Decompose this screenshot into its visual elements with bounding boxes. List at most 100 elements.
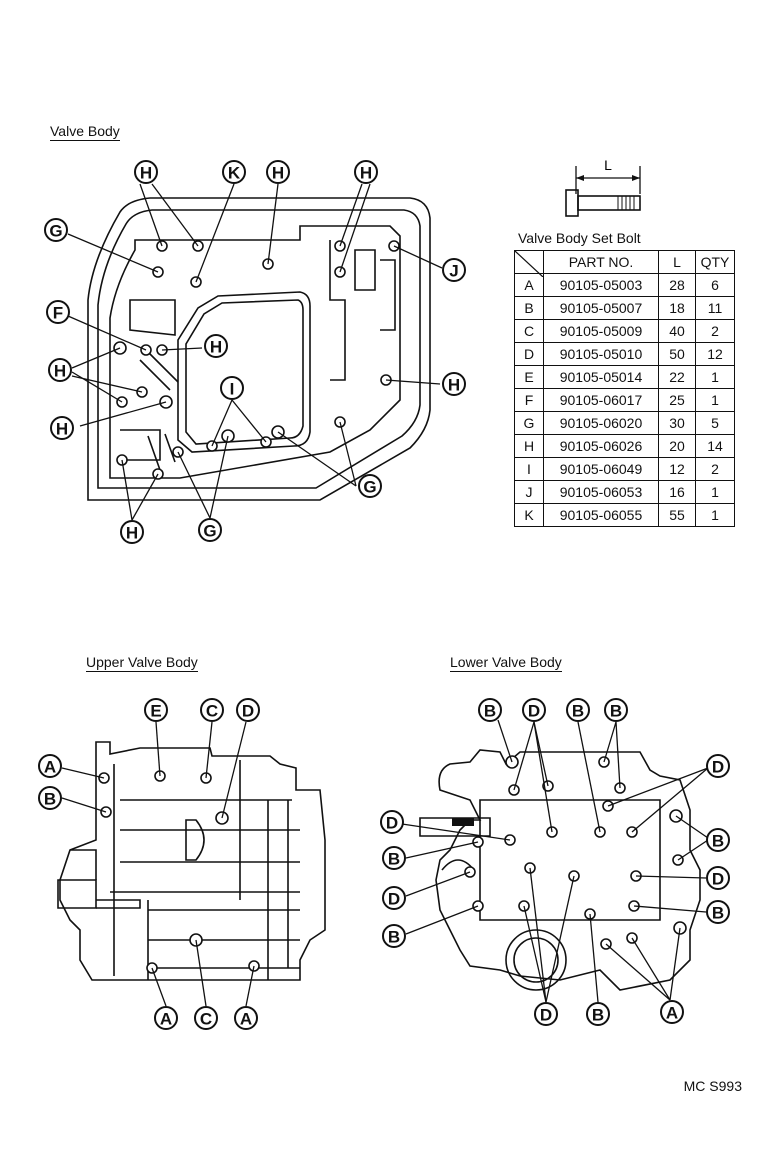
bolt-length-label: L bbox=[604, 157, 612, 173]
svg-text:F: F bbox=[53, 304, 63, 323]
row-length: 30 bbox=[658, 411, 696, 435]
svg-text:B: B bbox=[610, 702, 622, 721]
upper-valve-body-drawing: A B E C D A C A bbox=[38, 698, 326, 1030]
row-qty: 1 bbox=[695, 503, 735, 527]
row-part: 90105-06017 bbox=[543, 388, 659, 412]
diagonal-line bbox=[515, 251, 543, 277]
svg-text:G: G bbox=[49, 222, 62, 241]
svg-text:A: A bbox=[666, 1004, 678, 1023]
bolt-table-title: Valve Body Set Bolt bbox=[518, 230, 641, 246]
table-row: F 90105-06017 25 1 bbox=[514, 388, 735, 412]
callout-h: H bbox=[50, 416, 74, 440]
callout-b: B bbox=[382, 846, 406, 870]
callout-a: A bbox=[154, 1006, 178, 1030]
svg-text:G: G bbox=[363, 478, 376, 497]
row-length: 18 bbox=[658, 296, 696, 320]
upper-valve-body-title: Upper Valve Body bbox=[86, 654, 198, 672]
callout-h: H bbox=[266, 160, 290, 184]
row-part: 90105-05007 bbox=[543, 296, 659, 320]
svg-text:B: B bbox=[712, 904, 724, 923]
svg-text:H: H bbox=[272, 164, 284, 183]
svg-text:H: H bbox=[360, 164, 372, 183]
table-header-length: L bbox=[658, 250, 696, 274]
callout-h: H bbox=[204, 334, 228, 358]
valve-body-title: Valve Body bbox=[50, 123, 120, 141]
svg-text:D: D bbox=[242, 702, 254, 721]
svg-text:G: G bbox=[203, 522, 216, 541]
row-length: 16 bbox=[658, 480, 696, 504]
callout-d: D bbox=[380, 810, 404, 834]
row-letter: K bbox=[514, 503, 544, 527]
lower-valve-body-drawing: B D B B D B D B D B D B D B A bbox=[380, 698, 730, 1026]
row-part: 90105-05003 bbox=[543, 273, 659, 297]
table-row: J 90105-06053 16 1 bbox=[514, 480, 735, 504]
svg-text:D: D bbox=[712, 870, 724, 889]
row-length: 20 bbox=[658, 434, 696, 458]
row-part: 90105-06053 bbox=[543, 480, 659, 504]
lower-valve-body-title: Lower Valve Body bbox=[450, 654, 562, 672]
callout-b: B bbox=[706, 900, 730, 924]
callout-b: B bbox=[566, 698, 590, 722]
svg-text:C: C bbox=[200, 1010, 212, 1029]
svg-text:B: B bbox=[572, 702, 584, 721]
callout-k: K bbox=[222, 160, 246, 184]
callout-a: A bbox=[38, 754, 62, 778]
bolt-table: PART NO. L QTY A 90105-05003 28 6 B 9010… bbox=[514, 250, 735, 527]
svg-text:H: H bbox=[54, 362, 66, 381]
callout-h: H bbox=[442, 372, 466, 396]
row-qty: 11 bbox=[695, 296, 735, 320]
callout-d: D bbox=[382, 886, 406, 910]
svg-text:A: A bbox=[240, 1010, 252, 1029]
svg-text:D: D bbox=[528, 702, 540, 721]
svg-text:B: B bbox=[388, 928, 400, 947]
svg-text:H: H bbox=[140, 164, 152, 183]
svg-text:D: D bbox=[712, 758, 724, 777]
table-row: B 90105-05007 18 11 bbox=[514, 296, 735, 320]
callout-e: E bbox=[144, 698, 168, 722]
svg-text:A: A bbox=[44, 758, 56, 777]
row-letter: J bbox=[514, 480, 544, 504]
svg-text:B: B bbox=[592, 1006, 604, 1025]
callout-h: H bbox=[354, 160, 378, 184]
row-qty: 14 bbox=[695, 434, 735, 458]
callout-d: D bbox=[534, 1002, 558, 1026]
table-header-corner bbox=[514, 250, 544, 277]
callout-h: H bbox=[120, 520, 144, 544]
callout-h: H bbox=[48, 358, 72, 382]
callout-i: I bbox=[220, 376, 244, 400]
row-part: 90105-06026 bbox=[543, 434, 659, 458]
svg-text:D: D bbox=[540, 1006, 552, 1025]
row-length: 25 bbox=[658, 388, 696, 412]
svg-text:H: H bbox=[56, 420, 68, 439]
footer-code: MC S993 bbox=[683, 1078, 742, 1094]
callout-c: C bbox=[194, 1006, 218, 1030]
svg-text:H: H bbox=[126, 524, 138, 543]
svg-text:D: D bbox=[386, 814, 398, 833]
table-row: A 90105-05003 28 6 bbox=[514, 273, 735, 297]
row-length: 55 bbox=[658, 503, 696, 527]
row-letter: B bbox=[514, 296, 544, 320]
callout-a: A bbox=[234, 1006, 258, 1030]
valve-body-drawing: H K H H G J F H H H I H G H G bbox=[44, 160, 466, 544]
svg-text:D: D bbox=[388, 890, 400, 909]
svg-text:K: K bbox=[228, 164, 241, 183]
svg-text:B: B bbox=[44, 790, 56, 809]
callout-b: B bbox=[604, 698, 628, 722]
table-row: I 90105-06049 12 2 bbox=[514, 457, 735, 481]
callout-c: C bbox=[200, 698, 224, 722]
callout-d: D bbox=[706, 866, 730, 890]
callout-b: B bbox=[38, 786, 62, 810]
callout-g: G bbox=[358, 474, 382, 498]
row-length: 40 bbox=[658, 319, 696, 343]
callout-g: G bbox=[198, 518, 222, 542]
table-row: K 90105-06055 55 1 bbox=[514, 503, 735, 527]
callout-b: B bbox=[478, 698, 502, 722]
row-part: 90105-06020 bbox=[543, 411, 659, 435]
row-part: 90105-05009 bbox=[543, 319, 659, 343]
row-qty: 2 bbox=[695, 319, 735, 343]
svg-text:C: C bbox=[206, 702, 218, 721]
callout-a: A bbox=[660, 1000, 684, 1024]
svg-text:A: A bbox=[160, 1010, 172, 1029]
svg-text:B: B bbox=[712, 832, 724, 851]
